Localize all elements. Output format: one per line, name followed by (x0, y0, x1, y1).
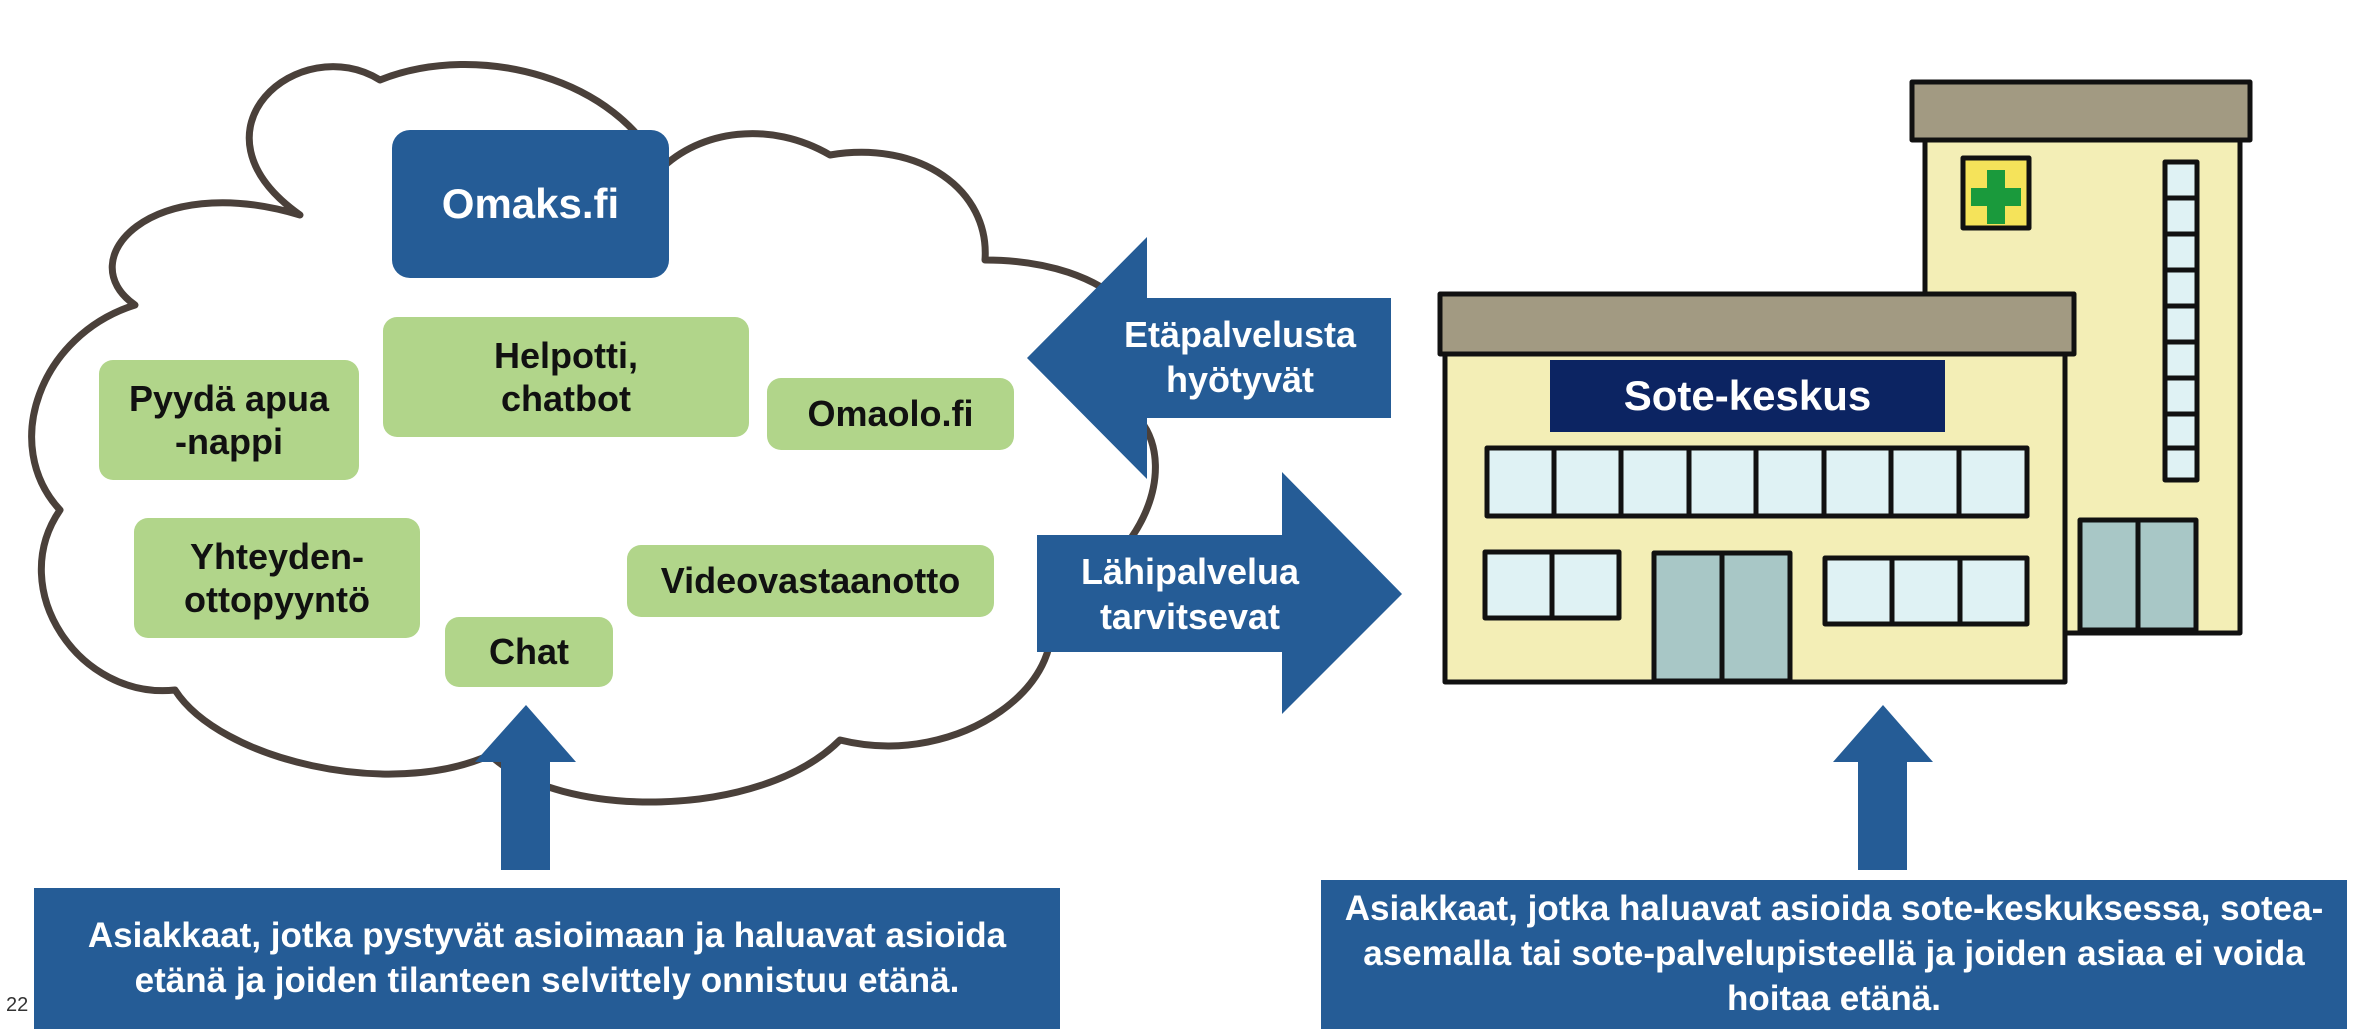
service-pyyda-label: Pyydä apua -nappi (128, 377, 330, 462)
sote-keskus-label: Sote-keskus (1550, 360, 1945, 432)
arrow-left-label: Etäpalvelusta hyötyvät (1123, 314, 1357, 400)
bottom-right-text: Asiakkaat, jotka haluavat asioida sote-k… (1344, 889, 2324, 1018)
page-number: 22 (6, 994, 29, 1016)
service-omaks-label: Omaks.fi (441, 179, 620, 227)
arrow-left-shape (1027, 237, 1391, 479)
service-helpotti-label: Helpotti, chatbot (494, 334, 638, 419)
service-omaks: Omaks.fi (392, 130, 669, 278)
service-chat: Chat (445, 617, 613, 687)
bottom-left-description: Asiakkaat, jotka pystyvät asioimaan ja h… (34, 888, 1060, 1029)
bottom-left-text: Asiakkaat, jotka pystyvät asioimaan ja h… (87, 915, 1007, 1000)
arrow-up-left-shape (475, 705, 576, 870)
bottom-right-description: Asiakkaat, jotka haluavat asioida sote-k… (1321, 880, 2347, 1029)
service-yhteydenottopyynto: Yhteyden- ottopyyntö (134, 518, 420, 638)
service-videovastaanotto: Videovastaanotto (627, 545, 994, 617)
service-omaolo: Omaolo.fi (767, 378, 1014, 450)
service-helpotti-chatbot: Helpotti, chatbot (383, 317, 749, 437)
service-videovastaanotto-label: Videovastaanotto (660, 560, 961, 602)
arrow-up-right-shape (1833, 705, 1933, 870)
arrow-right-label: Lähipalvelua tarvitsevat (1080, 551, 1300, 637)
service-yhteyden-label: Yhteyden- ottopyyntö (184, 535, 370, 620)
service-pyyda-apua: Pyydä apua -nappi (99, 360, 359, 480)
service-omaolo-label: Omaolo.fi (807, 393, 974, 435)
service-chat-label: Chat (489, 631, 569, 673)
arrow-right-shape (1037, 472, 1402, 714)
